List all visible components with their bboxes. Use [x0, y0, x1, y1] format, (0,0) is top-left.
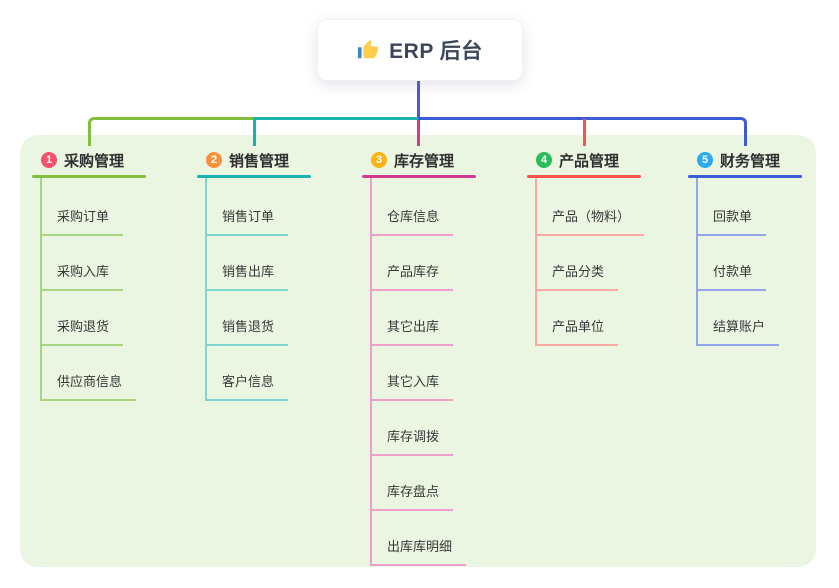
- child-node[interactable]: 库存盘点: [370, 481, 454, 511]
- branch-product: 4 产品管理 产品（物料） 产品分类 产品单位: [527, 145, 645, 346]
- child-node[interactable]: 销售出库: [205, 261, 289, 291]
- child-node[interactable]: 仓库信息: [370, 206, 454, 236]
- branch-label: 库存管理: [394, 152, 455, 170]
- child-node[interactable]: 采购退货: [40, 316, 124, 346]
- branch-inventory: 3 库存管理 仓库信息 产品库存 其它出库 其它入库 库存调拨 库存盘点 出库库…: [362, 145, 476, 566]
- child-node[interactable]: 付款单: [696, 261, 767, 291]
- child-node[interactable]: 产品分类: [535, 261, 619, 291]
- branch-underline: [32, 175, 146, 178]
- branch-underline: [197, 175, 311, 178]
- branch-label: 产品管理: [559, 152, 620, 170]
- branches-group-panel: [20, 135, 816, 567]
- branch-sales: 2 销售管理 销售订单 销售出库 销售退货 客户信息: [197, 145, 311, 401]
- child-node[interactable]: 产品库存: [370, 261, 454, 291]
- branch-number-badge: 1: [41, 152, 57, 168]
- child-node[interactable]: 客户信息: [205, 371, 289, 401]
- branch-label: 采购管理: [64, 152, 125, 170]
- child-node[interactable]: 其它入库: [370, 371, 454, 401]
- branch-purchase: 1 采购管理 采购订单 采购入库 采购退货 供应商信息: [32, 145, 146, 401]
- root-node[interactable]: ERP 后台: [317, 19, 523, 81]
- branch-number-badge: 4: [536, 152, 552, 168]
- branch-underline: [527, 175, 641, 178]
- branch-label: 财务管理: [720, 152, 781, 170]
- branch-sales-node[interactable]: 2 销售管理: [197, 145, 311, 175]
- connector-bus-teal: [255, 117, 418, 120]
- connector-branch-sales: [253, 117, 256, 146]
- child-node[interactable]: 销售订单: [205, 206, 289, 236]
- connector-branch-purchase: [88, 117, 255, 146]
- branch-label: 销售管理: [229, 152, 290, 170]
- branch-underline: [688, 175, 802, 178]
- thumbs-up-icon: [357, 39, 379, 61]
- branch-finance-node[interactable]: 5 财务管理: [688, 145, 802, 175]
- child-node[interactable]: 库存调拨: [370, 426, 454, 456]
- branch-product-node[interactable]: 4 产品管理: [527, 145, 641, 175]
- branch-underline: [362, 175, 476, 178]
- child-node[interactable]: 采购订单: [40, 206, 124, 236]
- branch-trunk-line: [535, 178, 537, 345]
- root-connector-line: [417, 81, 420, 119]
- child-node[interactable]: 结算账户: [696, 316, 780, 346]
- child-node[interactable]: 出库库明细: [370, 536, 467, 566]
- connector-branch-finance: [418, 117, 747, 146]
- branch-finance: 5 财务管理 回款单 付款单 结算账户: [688, 145, 802, 346]
- branch-number-badge: 5: [697, 152, 713, 168]
- child-node[interactable]: 供应商信息: [40, 371, 137, 401]
- branch-inventory-node[interactable]: 3 库存管理: [362, 145, 476, 175]
- child-node[interactable]: 产品（物料）: [535, 206, 645, 236]
- child-node[interactable]: 采购入库: [40, 261, 124, 291]
- branch-trunk-line: [696, 178, 698, 345]
- child-node[interactable]: 产品单位: [535, 316, 619, 346]
- connector-branch-product: [583, 119, 586, 146]
- connector-branch-inventory: [417, 120, 420, 146]
- child-node[interactable]: 回款单: [696, 206, 767, 236]
- branch-purchase-node[interactable]: 1 采购管理: [32, 145, 146, 175]
- branch-number-badge: 2: [206, 152, 222, 168]
- root-node-label: ERP 后台: [389, 40, 483, 63]
- branch-trunk-line: [370, 178, 372, 565]
- child-node[interactable]: 其它出库: [370, 316, 454, 346]
- child-node[interactable]: 销售退货: [205, 316, 289, 346]
- branch-number-badge: 3: [371, 152, 387, 168]
